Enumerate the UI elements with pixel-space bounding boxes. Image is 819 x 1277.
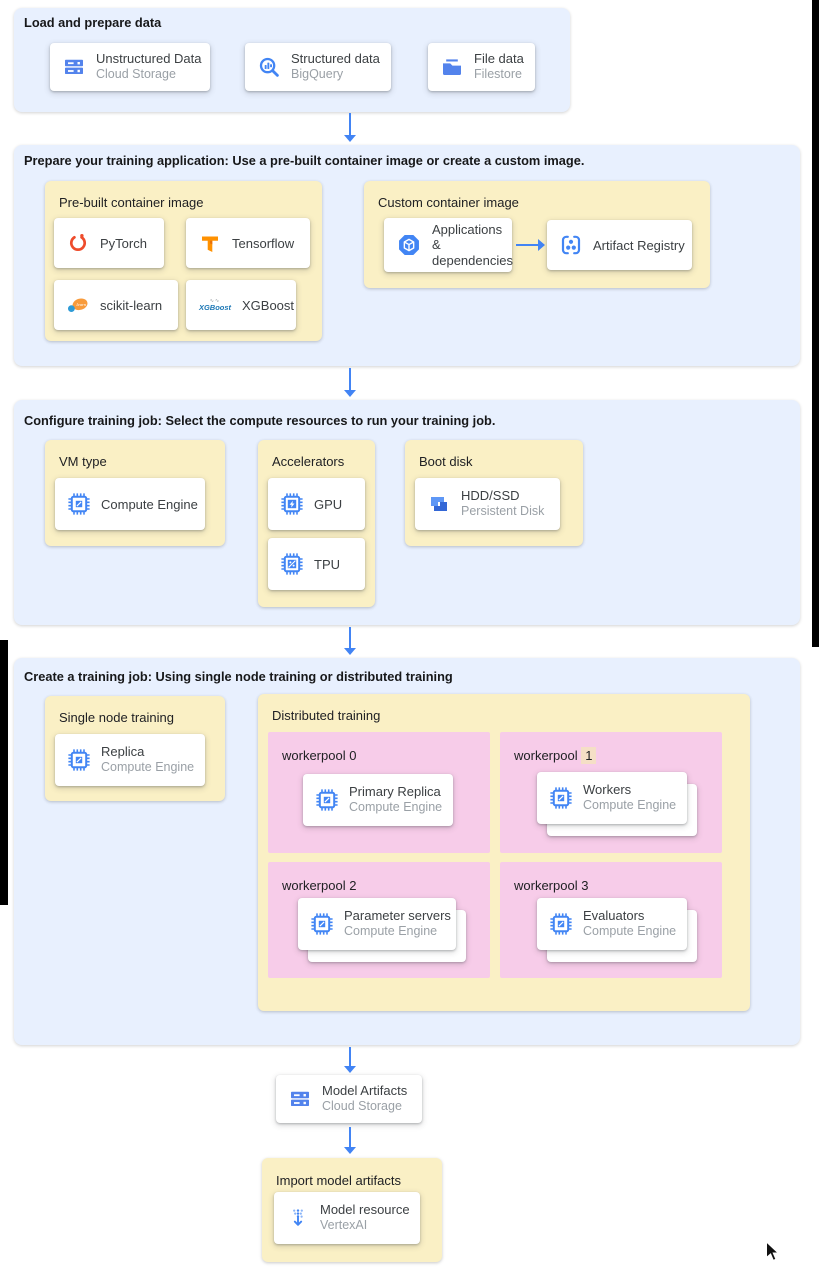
gpu-icon [280,492,304,516]
arrow-apps-to-registry [516,239,545,251]
pool-label: workerpool 1 [514,747,597,764]
card-model-resource: Model resource VertexAI [274,1192,420,1244]
card-title: Structured data [291,51,380,67]
card-tensorflow: Tensorflow [186,218,310,268]
card-subtitle: VertexAI [320,1218,368,1233]
group-label: Accelerators [272,454,345,469]
group-label: Pre-built container image [59,195,204,210]
cloud-storage-icon [62,55,86,79]
compute-engine-icon [549,912,573,936]
vertex-ai-icon [286,1206,310,1230]
group-label: Custom container image [378,195,519,210]
tpu-icon [280,552,304,576]
card-subtitle: Compute Engine [583,798,677,813]
card-scikit-learn: scikit-learn [54,280,178,330]
card-title: Replica [101,744,145,760]
group-label: Boot disk [419,454,473,469]
card-title: PyTorch [100,235,147,251]
card-hdd-ssd: HDD/SSD Persistent Disk [415,478,560,530]
bigquery-icon [257,55,281,79]
card-applications-dependencies: Applications & dependencies [384,218,513,272]
card-subtitle: Compute Engine [101,760,195,775]
card-structured-data: Structured data BigQuery [245,43,391,91]
cloud-storage-icon [288,1087,312,1111]
card-title: File data [474,51,524,67]
screenshot-edge-bar-right [812,0,819,647]
card-tpu: TPU [268,538,365,590]
card-title: Model resource [320,1202,410,1218]
pool-label: workerpool 2 [282,878,357,893]
compute-engine-icon [549,786,573,810]
xgboost-icon: ∿∿XGBoost [198,297,232,312]
section-title: Create a training job: Using single node… [24,669,453,684]
group-label: Import model artifacts [276,1173,401,1188]
card-title: Workers [583,782,632,798]
card-primary-replica: Primary Replica Compute Engine [303,774,453,826]
arrow-prepare-to-configure [344,368,356,397]
card-replica: Replica Compute Engine [55,734,205,786]
card-title: Tensorflow [232,235,295,251]
card-title: GPU [314,496,343,512]
card-unstructured-data: Unstructured Data Cloud Storage [50,43,210,91]
card-compute-engine: Compute Engine [55,478,205,530]
group-label: Distributed training [272,708,381,723]
card-subtitle: Cloud Storage [96,67,176,82]
persistent-disk-icon [427,492,451,516]
applications-icon [396,232,422,258]
group-label: VM type [59,454,107,469]
card-subtitle: Persistent Disk [461,504,545,519]
card-file-data: File data Filestore [428,43,535,91]
card-pytorch: PyTorch [54,218,164,268]
card-subtitle: Compute Engine [349,800,443,815]
pytorch-icon [66,231,90,255]
card-title: Parameter servers [344,908,451,924]
card-model-artifacts: Model Artifacts Cloud Storage [276,1075,422,1123]
compute-engine-icon [315,788,339,812]
card-parameter-servers: Parameter servers Compute Engine [298,898,456,950]
arrow-pointer-icon [765,1241,779,1262]
card-subtitle: Filestore [474,67,522,82]
card-parameter-servers-stack: Parameter servers Compute Engine [298,898,466,962]
card-subtitle: Cloud Storage [322,1099,402,1114]
card-xgboost: ∿∿XGBoost XGBoost [186,280,296,330]
scikit-learn-icon [66,293,90,317]
group-label: Single node training [59,710,174,725]
artifact-registry-icon [559,233,583,257]
card-title: Unstructured Data [96,51,202,67]
filestore-icon [440,55,464,79]
card-subtitle: Compute Engine [583,924,677,939]
card-title: Applications & dependencies [432,221,513,268]
pool-label: workerpool 0 [282,748,357,763]
section-title: Prepare your training application: Use a… [24,153,585,168]
card-evaluators: Evaluators Compute Engine [537,898,687,950]
arrow-create-to-artifacts [344,1047,356,1073]
arrow-artifacts-to-import [344,1127,356,1154]
card-evaluators-stack: Evaluators Compute Engine [537,898,697,962]
compute-engine-icon [67,492,91,516]
card-workers: Workers Compute Engine [537,772,687,824]
card-artifact-registry: Artifact Registry [547,220,692,270]
section-title: Load and prepare data [24,15,162,30]
card-title: Model Artifacts [322,1083,408,1099]
screenshot-edge-bar-left [0,640,8,905]
card-title: HDD/SSD [461,488,520,504]
card-workers-stack: Workers Compute Engine [537,772,697,836]
section-title: Configure training job: Select the compu… [24,413,496,428]
card-title: XGBoost [242,297,295,313]
card-subtitle: Compute Engine [344,924,438,939]
tensorflow-icon [198,231,222,255]
card-title: Primary Replica [349,784,441,800]
compute-engine-icon [67,748,91,772]
card-title: scikit-learn [100,297,163,313]
card-title: Compute Engine [101,496,198,512]
card-title: Evaluators [583,908,645,924]
arrow-configure-to-create [344,627,356,655]
card-gpu: GPU [268,478,365,530]
arrow-load-to-prepare [344,113,356,142]
card-subtitle: BigQuery [291,67,344,82]
card-title: TPU [314,556,340,572]
pool-label: workerpool 3 [514,878,589,893]
card-title: Artifact Registry [593,237,685,253]
compute-engine-icon [310,912,334,936]
